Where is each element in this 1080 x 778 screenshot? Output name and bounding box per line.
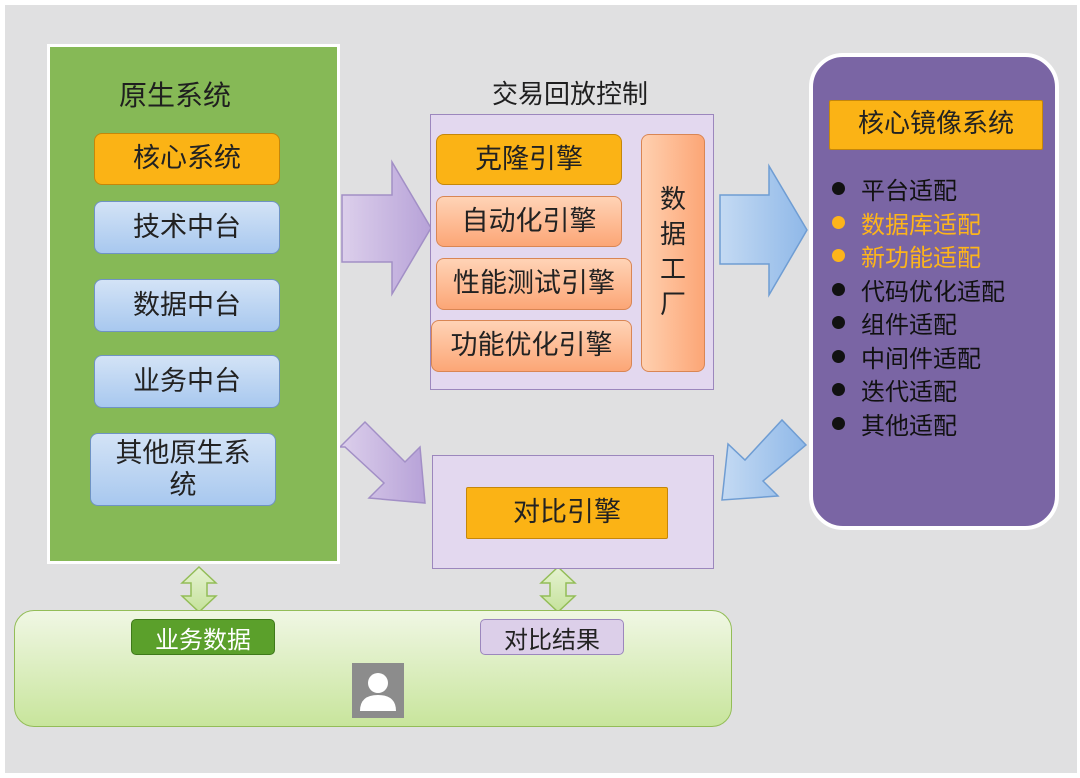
mirror-list-item: 代码优化适配 (832, 273, 1052, 307)
arrow-native-to-compare (338, 420, 426, 504)
bullet-icon (832, 182, 845, 196)
data-factory-box: 数 据 工 厂 (641, 134, 705, 372)
compare-engine-box: 对比引擎 (466, 487, 668, 539)
performance-test-engine-box: 性能测试引擎 (436, 258, 632, 310)
replay-control-title: 交易回放控制 (491, 80, 648, 110)
business-data-tag: 业务数据 (131, 619, 275, 655)
business-platform-box: 业务中台 (94, 355, 280, 408)
mirror-item-label: 迭代适配 (861, 378, 957, 407)
mirror-item-label: 组件适配 (861, 311, 957, 340)
other-native-system-box: 其他原生系 统 (90, 433, 276, 506)
native-system-title: 原生系统 (118, 79, 231, 112)
arrow-replay-to-mirror (719, 163, 808, 298)
arrow-mirror-to-compare (721, 418, 808, 501)
mirror-item-label: 代码优化适配 (861, 277, 1005, 306)
bullet-icon (832, 383, 845, 397)
tech-platform-box: 技术中台 (94, 201, 280, 254)
mirror-list-item: 组件适配 (832, 306, 1052, 340)
mirror-item-label: 其他适配 (861, 411, 957, 440)
automation-engine-box: 自动化引擎 (436, 196, 622, 247)
mirror-adapt-list: 平台适配 数据库适配 新功能适配 代码优化适配 组件适配 中间件适配 迭代适配 … (832, 172, 1052, 440)
mirror-list-item: 迭代适配 (832, 373, 1052, 407)
bullet-icon (832, 316, 845, 330)
data-factory-char: 据 (659, 219, 686, 250)
mirror-list-item: 其他适配 (832, 407, 1052, 441)
mirror-system-title: 核心镜像系统 (829, 100, 1043, 150)
double-arrow-native-bottom (180, 565, 218, 614)
mirror-item-label: 平台适配 (861, 177, 957, 206)
arrow-native-to-replay (341, 159, 432, 297)
mirror-list-item: 新功能适配 (832, 239, 1052, 273)
data-platform-box: 数据中台 (94, 279, 280, 332)
data-factory-char: 数 (659, 184, 686, 215)
mirror-list-item: 中间件适配 (832, 340, 1052, 374)
mirror-item-label: 中间件适配 (861, 344, 981, 373)
bullet-icon (832, 349, 845, 363)
mirror-list-item: 平台适配 (832, 172, 1052, 206)
compare-result-tag: 对比结果 (480, 619, 624, 655)
mirror-item-label: 新功能适配 (861, 244, 981, 273)
function-optimize-engine-box: 功能优化引擎 (431, 320, 632, 372)
user-avatar-icon (352, 663, 404, 718)
bullet-icon (832, 249, 845, 263)
data-factory-char: 工 (659, 255, 686, 285)
data-factory-char: 厂 (659, 290, 686, 321)
mirror-list-item: 数据库适配 (832, 206, 1052, 240)
bullet-icon (832, 215, 845, 229)
double-arrow-compare-bottom (539, 565, 577, 614)
bullet-icon (832, 282, 845, 296)
core-system-box: 核心系统 (94, 133, 280, 185)
mirror-item-label: 数据库适配 (861, 210, 981, 239)
bullet-icon (832, 416, 845, 430)
clone-engine-box: 克隆引擎 (436, 134, 622, 185)
